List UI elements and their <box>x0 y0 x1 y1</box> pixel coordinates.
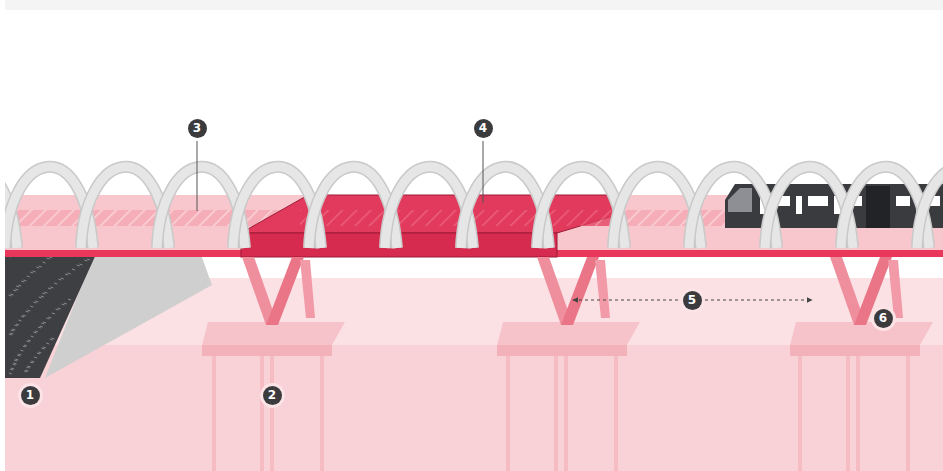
pile <box>798 350 802 471</box>
leader-line <box>197 139 198 211</box>
callout-number: 6 <box>874 309 893 328</box>
embankment <box>5 252 97 378</box>
pile <box>212 350 216 471</box>
callout-number: 1 <box>21 386 40 405</box>
piles <box>212 350 910 471</box>
pile <box>846 350 850 471</box>
top-band <box>0 0 943 10</box>
leader-line <box>483 139 484 203</box>
callout-number: 2 <box>263 386 282 405</box>
pile <box>320 350 324 471</box>
pile <box>614 350 618 471</box>
pile <box>270 350 274 471</box>
pile <box>564 350 568 471</box>
pile <box>554 350 558 471</box>
embankment-texture <box>8 256 90 374</box>
pile <box>506 350 510 471</box>
piers <box>202 257 933 356</box>
callout-number: 4 <box>474 119 493 138</box>
subsoil <box>0 345 943 471</box>
callout-number: 5 <box>683 291 702 310</box>
callout-number: 3 <box>188 119 207 138</box>
pile <box>260 350 264 471</box>
pile <box>856 350 860 471</box>
pile <box>906 350 910 471</box>
highlighted-section <box>241 195 623 257</box>
